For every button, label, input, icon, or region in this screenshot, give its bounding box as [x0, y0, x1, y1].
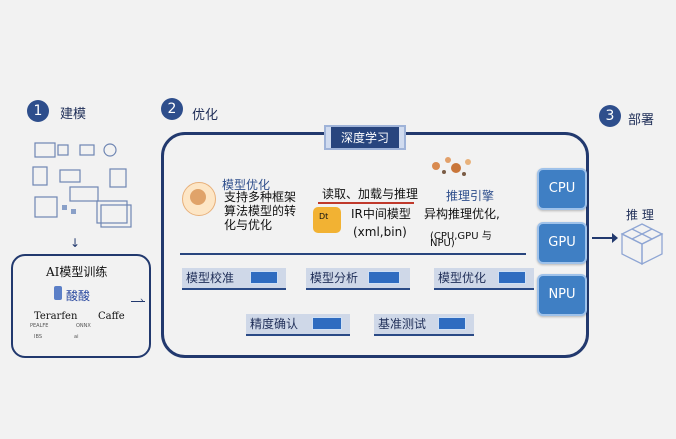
inference-engine-hw: (CPU,GPU 与 [430, 231, 492, 242]
ai-training-box [11, 254, 151, 358]
model-optimization-title: 模型优化 [222, 178, 271, 192]
tool-model-calibration[interactable]: 模型校准 [182, 268, 286, 290]
tool-indicator [312, 317, 342, 330]
ir-model-icon-text: Dt [319, 212, 329, 221]
modeling-devices-illustration [32, 142, 132, 228]
cpu-chip[interactable]: CPU [537, 168, 587, 210]
chip-icon [57, 144, 69, 156]
framework-caffe: Caffe [98, 311, 125, 322]
deploy-inference-label: 推 理 [626, 208, 654, 222]
down-arrow-icon: ↓ [70, 236, 81, 250]
tool-benchmark[interactable]: 基准测试 [374, 314, 474, 336]
ir-model-label: IR中间模型 [351, 207, 411, 221]
inference-engine-desc: 异构推理优化, [424, 207, 500, 221]
step-2-title: 优化 [192, 108, 219, 123]
monitor-icon [34, 142, 56, 158]
phone-icon [32, 166, 48, 186]
framework-small-1: PEALFE [30, 323, 49, 329]
server-stack-icon [96, 200, 128, 224]
tool-model-optimization-label: 模型优化 [438, 271, 487, 285]
inference-engine-title: 推理引擎 [446, 189, 495, 203]
tool-indicator [438, 317, 466, 330]
printer-icon [59, 169, 81, 183]
framework-tensorflow: Terarfen [34, 311, 78, 322]
box-icon [109, 168, 127, 188]
model-optimization-icon-inner [190, 189, 206, 205]
projector-icon [79, 144, 95, 156]
model-optimization-desc: 支持多种框架算法模型的转化与优化 [224, 190, 297, 232]
inference-engine-icon [432, 157, 471, 176]
tool-model-optimization[interactable]: 模型优化 [434, 268, 534, 290]
tool-indicator [498, 271, 526, 284]
tool-indicator [250, 271, 278, 284]
deep-learning-header: 深度学习 [323, 125, 407, 150]
tool-accuracy-check-label: 精度确认 [250, 317, 299, 331]
truck-icon [69, 186, 99, 202]
ir-model-icon [313, 207, 341, 233]
tool-benchmark-label: 基准测试 [378, 317, 427, 331]
right-arrow-icon: › [140, 296, 144, 306]
ir-model-format: (xml,bin) [353, 225, 407, 239]
step-1-badge: 1 [27, 100, 49, 122]
framework-main-label: 酸酸 [66, 289, 91, 303]
gpu-chip[interactable]: GPU [537, 222, 587, 264]
deploy-arrow-icon [592, 233, 618, 243]
step-3-badge: 3 [599, 105, 621, 127]
robot-arm-icon [34, 196, 58, 218]
tool-indicator [368, 271, 400, 284]
step-1-title: 建模 [60, 107, 87, 122]
framework-logo-icon [54, 286, 62, 300]
training-arrow-line [131, 301, 145, 302]
tool-accuracy-check[interactable]: 精度确认 [246, 314, 350, 336]
framework-small-2: ONNX [76, 323, 91, 329]
framework-small-3: IBS [34, 334, 42, 340]
section-divider [180, 253, 526, 255]
inference-cube-icon [620, 223, 664, 266]
step-3-title: 部署 [628, 113, 655, 128]
camera-icon [103, 143, 117, 157]
npu-chip[interactable]: NPU [537, 274, 587, 316]
read-load-label: 读取、加载与推理 [322, 187, 419, 201]
inference-engine-hw2: NPU) [430, 238, 455, 249]
step-2-badge: 2 [161, 98, 183, 120]
ai-training-title: AI模型训练 [46, 265, 108, 279]
read-load-arrow [318, 202, 414, 204]
tool-model-calibration-label: 模型校准 [186, 271, 235, 285]
tool-model-analysis-label: 模型分析 [310, 271, 359, 285]
model-optimization-icon [182, 182, 216, 216]
tool-model-analysis[interactable]: 模型分析 [306, 268, 410, 290]
framework-small-4: ai [74, 334, 79, 340]
